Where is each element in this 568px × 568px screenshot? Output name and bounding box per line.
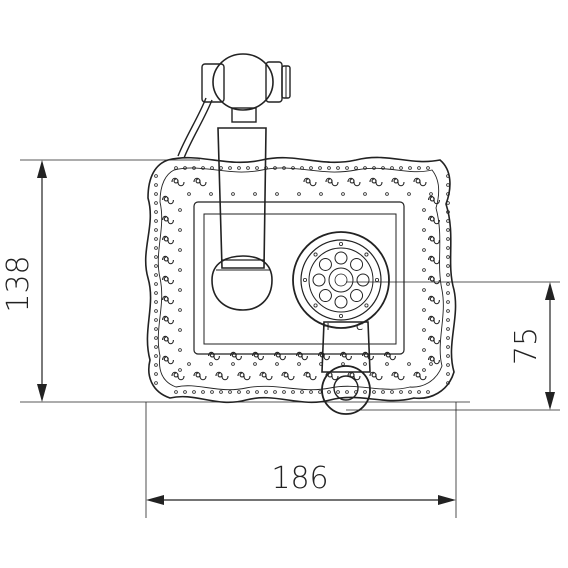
dimension-lines: 138 75 186 xyxy=(1,159,560,518)
backplate-inner-outline xyxy=(157,167,444,391)
shower-neck xyxy=(231,107,257,123)
lever-body xyxy=(321,321,371,373)
hose xyxy=(177,97,207,157)
cold-mark: C xyxy=(356,322,363,333)
knob-rosette-pattern xyxy=(302,241,379,318)
lever-end-outer xyxy=(321,365,371,415)
mixer-knob-center xyxy=(328,267,354,293)
shower-holder xyxy=(211,255,273,311)
mixer-knob-rosette xyxy=(308,247,374,313)
mixer-knob-ring xyxy=(300,239,382,321)
dim-186-label: 186 xyxy=(271,461,328,496)
shower-head-body xyxy=(212,53,274,111)
backplate xyxy=(144,156,457,404)
hand-shower xyxy=(177,53,291,311)
ornament-pattern xyxy=(154,166,450,394)
dim-138-label: 138 xyxy=(1,255,36,312)
mixer-knob-outer xyxy=(292,231,390,329)
shower-head-left xyxy=(201,63,225,103)
dim-75-label: 75 xyxy=(509,327,544,365)
mixer-control: H C xyxy=(292,231,390,415)
hose-edge xyxy=(183,99,213,159)
shower-handle xyxy=(217,127,267,269)
backplate-outer-outline xyxy=(144,156,457,404)
hot-mark: H xyxy=(322,322,330,333)
panel-frame-inner xyxy=(203,213,397,345)
lever-end-inner xyxy=(333,375,359,401)
